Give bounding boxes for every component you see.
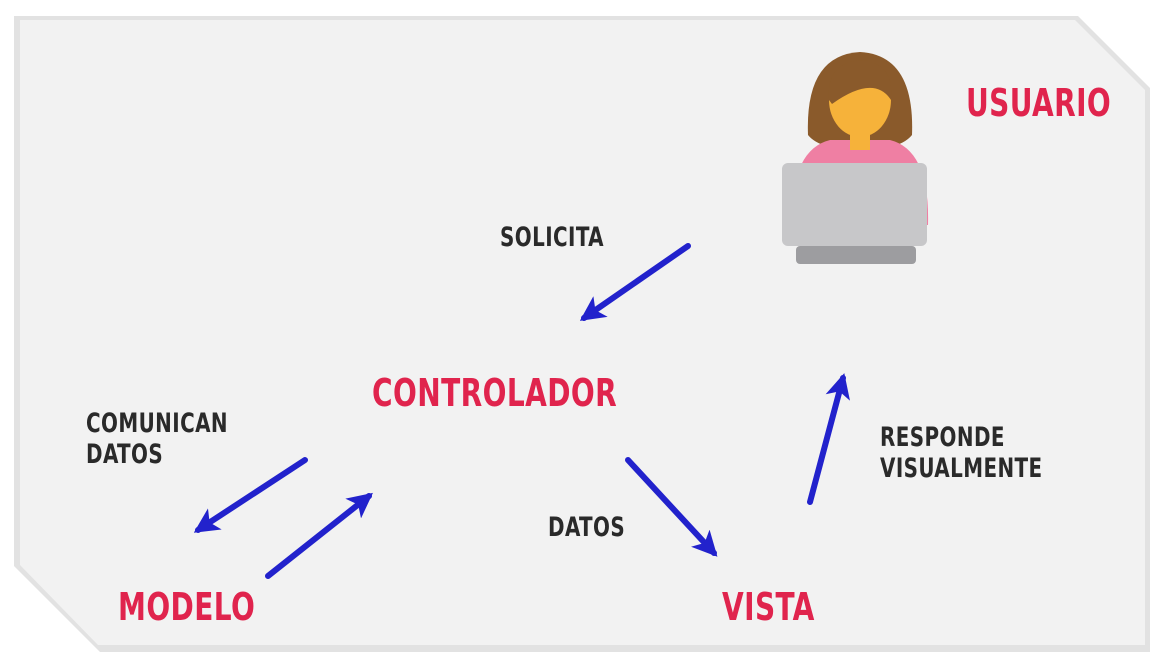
edge-comunican-line2: DATOS (86, 439, 164, 471)
user-icon (782, 52, 929, 264)
arrow-controlador-to-vista (625, 457, 718, 557)
arrow-vista-to-usuario (807, 373, 850, 505)
node-controlador-label: CONTROLADOR (372, 371, 618, 415)
arrow-usuario-to-controlador (579, 243, 691, 321)
edge-responde-line1: RESPONDE (880, 422, 1005, 453)
edge-responde-label: RESPONDE VISUALMENTE (880, 422, 1043, 484)
edge-solicita-label: SOLICITA (500, 222, 604, 253)
edge-responde-line2: VISUALMENTE (880, 453, 1043, 485)
node-vista-label: VISTA (722, 585, 815, 629)
arrow-modelo-to-controlador (265, 492, 373, 579)
edge-comunican-datos-label: COMUNICAN DATOS (86, 408, 228, 470)
node-modelo-label: MODELO (118, 585, 256, 629)
edge-datos-label: DATOS (548, 512, 626, 543)
edge-comunican-line1: COMUNICAN (86, 408, 229, 439)
arrow-controlador-to-modelo (193, 457, 308, 533)
node-usuario-label: USUARIO (966, 81, 1112, 125)
